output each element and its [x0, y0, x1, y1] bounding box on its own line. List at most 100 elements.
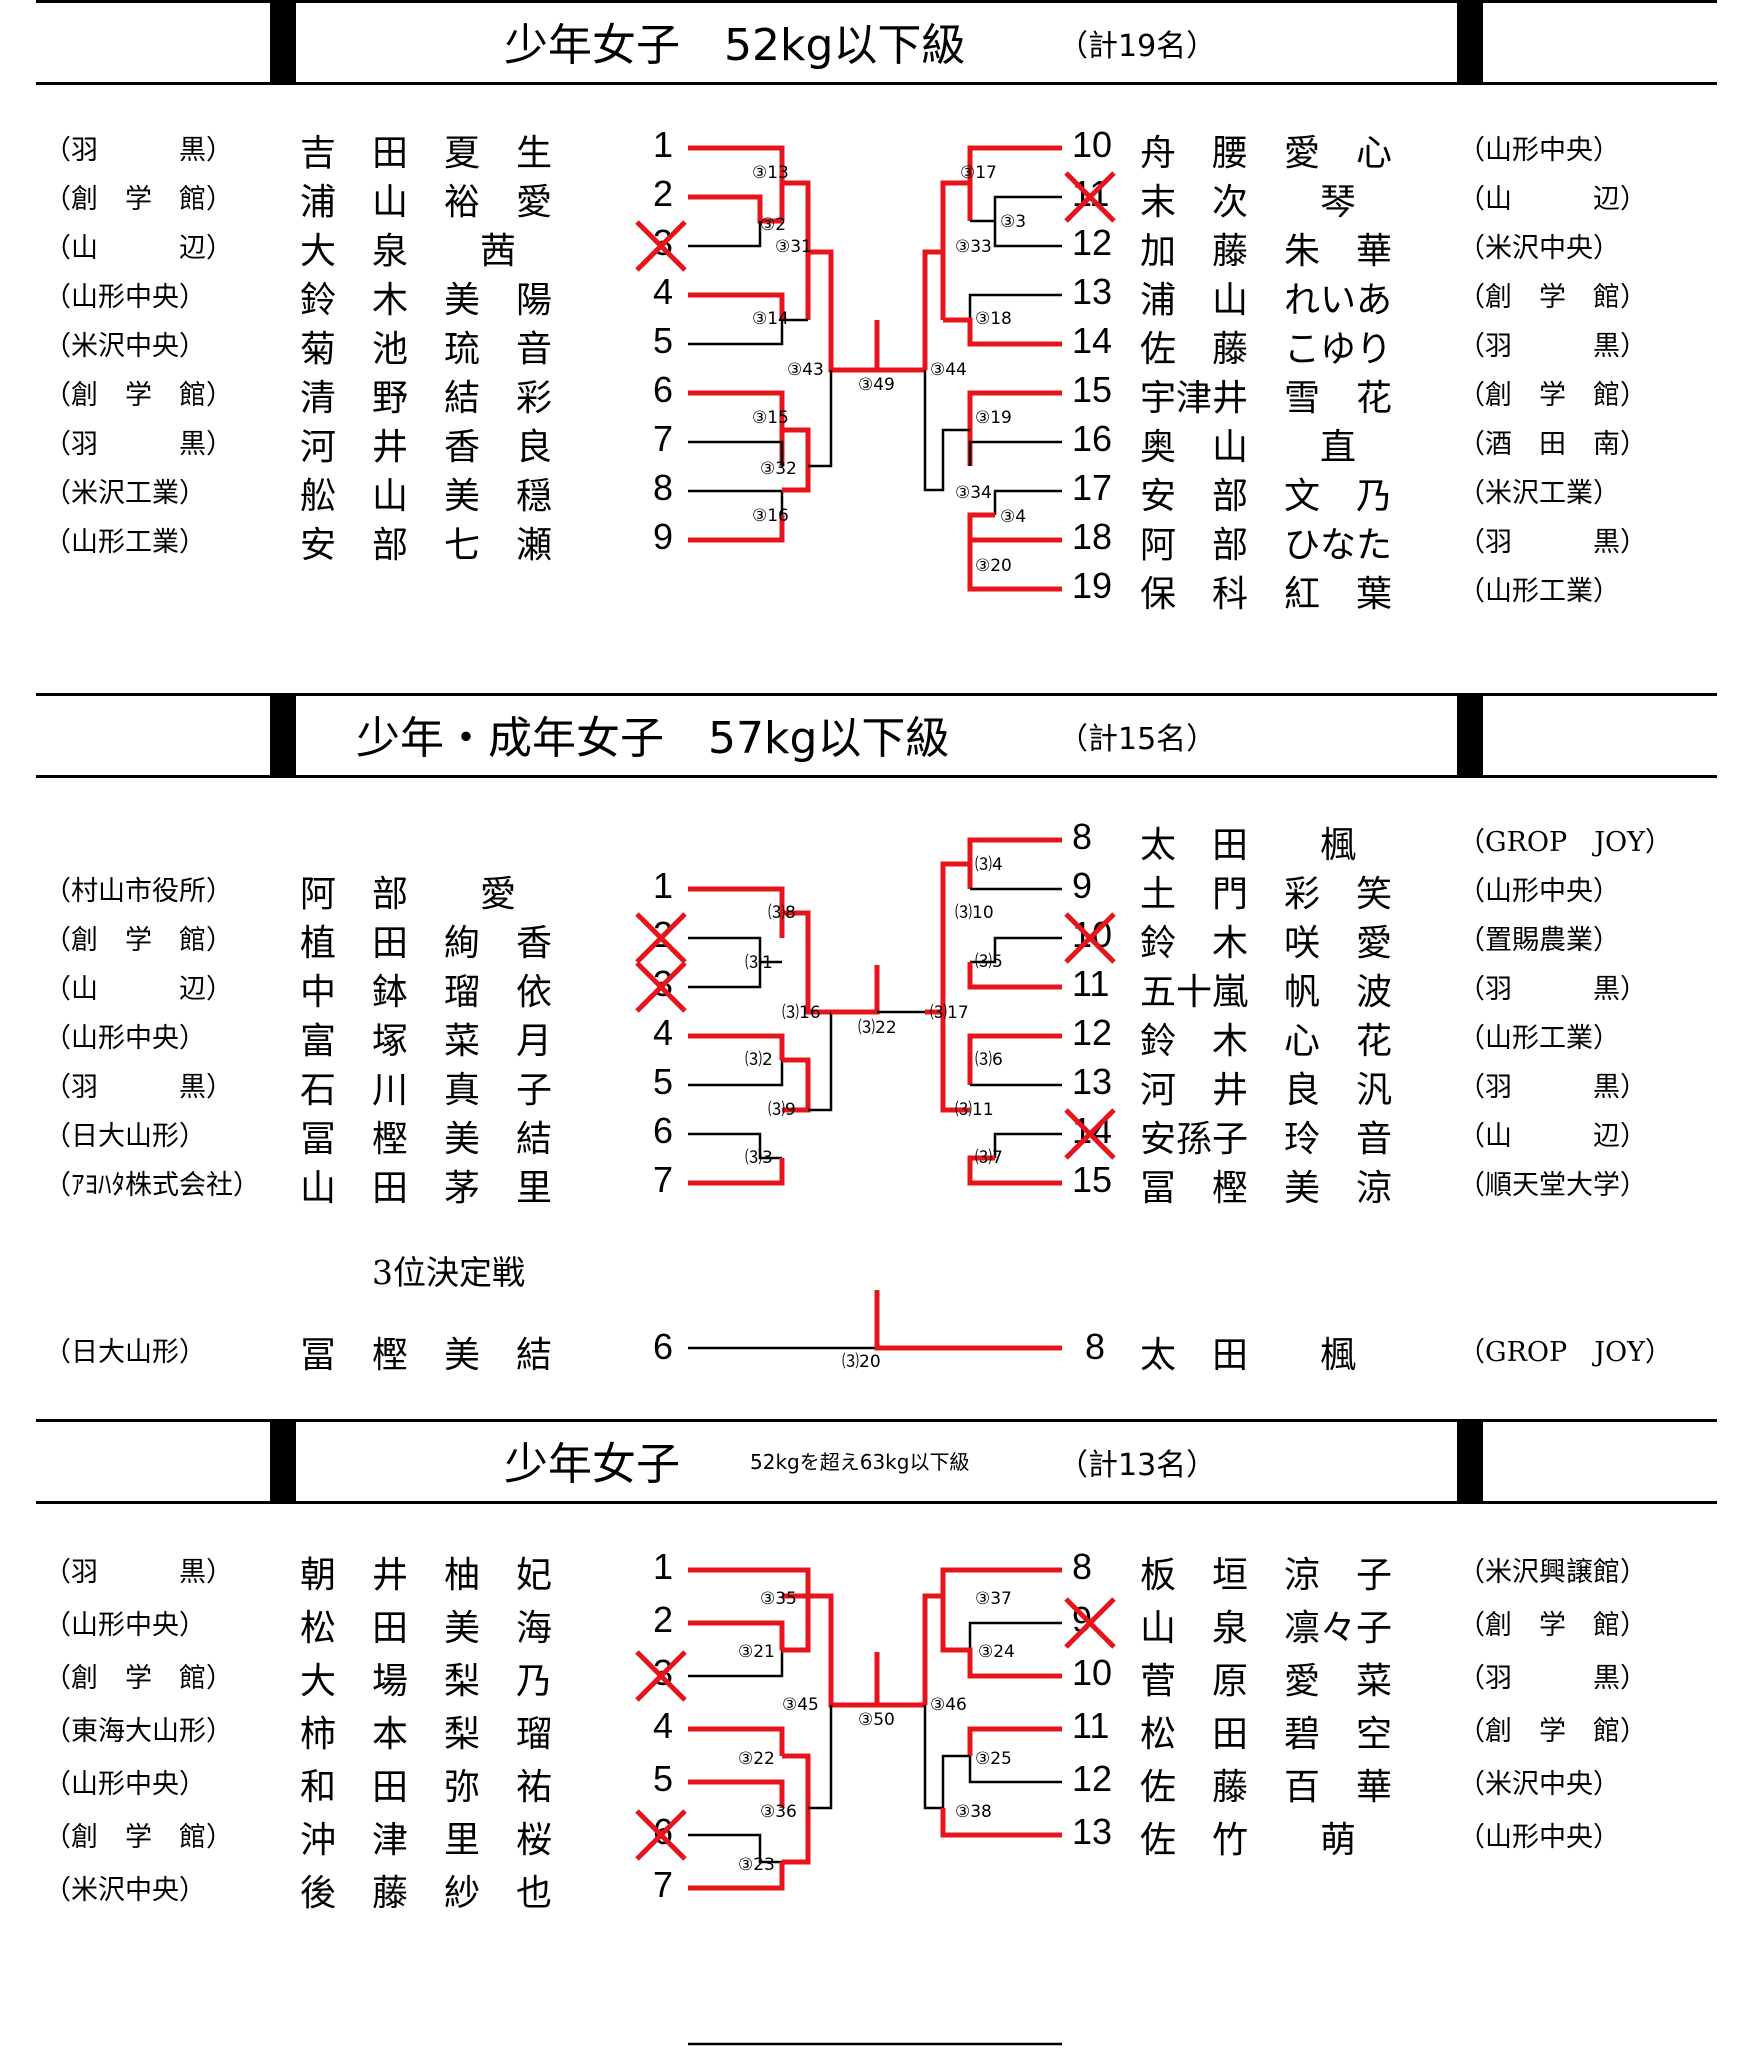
- competitor-name: 山 泉 凛々子: [1140, 1608, 1393, 1649]
- match-number: ⑶5: [975, 952, 1003, 972]
- bracket-line: [688, 1132, 782, 1160]
- competitor-affiliation: （山形工業）: [1458, 576, 1620, 607]
- competitor-name: 和 田 弥 祐: [300, 1767, 553, 1808]
- competitor-affiliation: （羽 黒）: [1458, 331, 1647, 362]
- bracket-line: [688, 515, 785, 543]
- match-number: ⑶11: [955, 1100, 994, 1120]
- bracket-line: [967, 145, 1062, 221]
- bracket-line: [688, 1726, 785, 1756]
- match-number: ③38: [955, 1802, 992, 1822]
- match-number: ③50: [858, 1710, 895, 1730]
- bracket-line: [993, 1132, 1062, 1158]
- competitor-number: 9: [1072, 865, 1093, 906]
- bracket-line: [940, 1596, 1062, 1679]
- competitor-affiliation: （山 辺）: [1458, 1121, 1647, 1152]
- bracket-line: [831, 965, 880, 1015]
- match-number: ⑶7: [975, 1148, 1003, 1168]
- section-header-57kg: 少年・成年女子 57kg以下級 （計15名）: [36, 693, 1717, 778]
- bracket-line: [808, 1012, 833, 1112]
- competitor-name: 板 垣 涼 子: [1140, 1555, 1393, 1596]
- match-number: ⑶10: [955, 903, 994, 923]
- bracket-line: [688, 145, 785, 221]
- competitor-name: 加 藤 朱 華: [1140, 231, 1393, 272]
- bracket-line: [688, 936, 782, 964]
- bracket-line: [967, 390, 1062, 466]
- competitor-name: 末 次 琴: [1140, 182, 1357, 223]
- competitor-name: 太 田 楓: [1140, 825, 1357, 866]
- bracket-line: [967, 837, 1062, 889]
- match-number: ③24: [978, 1642, 1015, 1662]
- competitor-affiliation: （山形工業）: [1458, 1023, 1620, 1054]
- bracket-line: [940, 1808, 1062, 1838]
- bracket-line: [688, 221, 762, 248]
- competitor-affiliation: （羽 黒）: [44, 1072, 233, 1103]
- competitor-name: 沖 津 里 桜: [300, 1820, 553, 1861]
- match-number: ③2: [760, 215, 786, 235]
- eliminated-x-mark: [635, 1809, 687, 1861]
- competitor-affiliation: （羽 黒）: [44, 429, 233, 460]
- bracket-line: [808, 1593, 877, 1708]
- bracket-line: [782, 910, 831, 1015]
- competitor-affiliation: （東海大山形）: [44, 1716, 233, 1747]
- bracket-line: [968, 1756, 1062, 1784]
- match-number: ③43: [787, 360, 824, 380]
- competitor-affiliation: （順天堂大学）: [1458, 1170, 1647, 1201]
- competitor-name: 柿 本 梨 瑠: [300, 1714, 553, 1755]
- competitor-number: 1: [653, 124, 674, 165]
- competitor-affiliation: （創 学 館）: [44, 1822, 233, 1853]
- match-number: ③37: [975, 1589, 1012, 1609]
- match-number: ③22: [738, 1749, 775, 1769]
- competitor-name: 保 科 紅 葉: [1140, 574, 1393, 615]
- competitor-number: 1: [653, 1546, 674, 1587]
- competitor-affiliation: （ｱﾖﾊﾀ株式会社）: [44, 1170, 260, 1201]
- section-subtitle: 52kgを超え63kg以下級: [750, 1450, 970, 1474]
- match-number: ⑶16: [782, 1003, 821, 1023]
- competitor-affiliation: （羽 黒）: [1458, 1072, 1647, 1103]
- competitor-affiliation: （創 学 館）: [44, 925, 233, 956]
- competitor-number: 19: [1072, 565, 1113, 606]
- competitor-name: 奥 山 直: [1140, 427, 1357, 468]
- match-number: ③17: [960, 163, 997, 183]
- competitor-name: 冨 樫 美 涼: [1140, 1168, 1393, 1209]
- match-number: ③31: [775, 237, 812, 257]
- competitor-number: 13: [1072, 1061, 1113, 1102]
- section-count: （計19名）: [1058, 29, 1217, 64]
- competitor-name: 中 鉢 瑠 依: [300, 972, 553, 1013]
- match-number: ③25: [975, 1749, 1012, 1769]
- competitor-affiliation: （山形中央）: [44, 1769, 206, 1800]
- competitor-number: 13: [1072, 1811, 1113, 1852]
- section-header-52kg: 少年女子 52kg以下級 （計19名）: [36, 0, 1717, 85]
- bracket-line: [923, 1705, 970, 1810]
- match-number: ③21: [738, 1642, 775, 1662]
- match-number: ③4: [1000, 507, 1026, 527]
- bracket-line: [688, 886, 785, 938]
- competitor-number: 1: [653, 865, 674, 906]
- bracket-line: [922, 249, 943, 370]
- bracket-line: [782, 180, 811, 320]
- competitor-name: 宇津井 雪 花: [1140, 378, 1393, 419]
- bracket-line: [688, 1033, 785, 1060]
- match-number: ⑶6: [975, 1050, 1003, 1070]
- competitor-name: 浦 山 裕 愛: [300, 182, 553, 223]
- bracket-line: [967, 512, 1062, 543]
- bracket-line: [688, 390, 785, 466]
- bracket-line: [970, 936, 1062, 964]
- bracket-line: [993, 221, 1062, 248]
- competitor-affiliation: （米沢工業）: [44, 478, 206, 509]
- match-number: ③49: [858, 375, 895, 395]
- bracket-line: [688, 1620, 785, 1650]
- bracket-line: [940, 180, 970, 320]
- competitor-name: 太 田 楓: [1140, 1335, 1357, 1376]
- competitor-number: 5: [653, 1758, 674, 1799]
- header-bar-left: [270, 0, 296, 85]
- section-title: 少年女子: [504, 1439, 680, 1490]
- match-number: ⑶20: [842, 1352, 881, 1372]
- competitor-number: 11: [1072, 1705, 1110, 1746]
- competitor-number: 14: [1072, 320, 1113, 361]
- eliminated-x-mark: [1064, 1597, 1116, 1649]
- bracket-line: [874, 1290, 1062, 1351]
- competitor-affiliation: （GROP JOY）: [1458, 1337, 1672, 1368]
- competitor-affiliation: （米沢中央）: [1458, 233, 1620, 264]
- competitor-name: 松 田 美 海: [300, 1608, 553, 1649]
- competitor-name: 菅 原 愛 菜: [1140, 1661, 1393, 1702]
